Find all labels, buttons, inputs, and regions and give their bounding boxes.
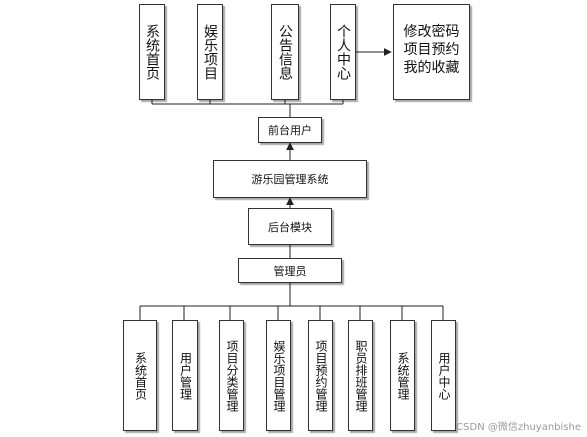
node-label: 系统首页	[144, 24, 160, 80]
node-system: 游乐园管理系统	[213, 160, 367, 198]
node-label: 用户中心	[437, 351, 451, 400]
backend-node-home: 系统首页	[123, 320, 157, 431]
backend-node-entertainment-management: 娱乐项目管理	[266, 320, 291, 431]
node-label: 个人中心	[335, 24, 351, 80]
node-backend-module: 后台模块	[248, 208, 332, 245]
backend-node-user-center: 用户中心	[431, 320, 456, 431]
frontend-node-personal-center: 个人中心	[330, 4, 356, 100]
backend-node-system-management: 系统管理	[390, 320, 415, 431]
node-label: 前台用户	[268, 124, 312, 137]
node-label: 职员排班管理	[354, 339, 368, 412]
node-label: 公告信息	[277, 24, 293, 80]
node-label: 后台模块	[268, 220, 312, 234]
node-label: 娱乐项目	[202, 24, 218, 80]
backend-node-reservation-management: 项目预约管理	[308, 320, 333, 431]
node-label: 项目预约管理	[314, 339, 328, 412]
node-label: 管理员	[273, 264, 307, 278]
frontend-node-entertainment: 娱乐项目	[197, 4, 223, 100]
node-label: 用户管理	[178, 351, 193, 400]
node-label: 修改密码 项目预约 我的收藏	[403, 24, 460, 76]
backend-node-user-management: 用户管理	[172, 320, 198, 431]
frontend-node-personal-details: 修改密码 项目预约 我的收藏	[393, 4, 470, 100]
node-admin: 管理员	[238, 258, 342, 283]
frontend-node-home: 系统首页	[139, 4, 165, 100]
backend-node-category-management: 项目分类管理	[219, 320, 244, 431]
node-label: 项目分类管理	[225, 339, 239, 412]
node-front-user: 前台用户	[258, 117, 322, 143]
watermark-text: CSDN @微信zhuyanbishe	[456, 422, 581, 433]
node-label: 系统首页	[133, 351, 148, 400]
node-label: 系统管理	[396, 351, 410, 400]
node-label: 游乐园管理系统	[251, 173, 329, 186]
node-label: 娱乐项目管理	[272, 339, 286, 412]
backend-node-staff-schedule-management: 职员排班管理	[348, 320, 373, 431]
frontend-node-announcements: 公告信息	[271, 4, 299, 100]
